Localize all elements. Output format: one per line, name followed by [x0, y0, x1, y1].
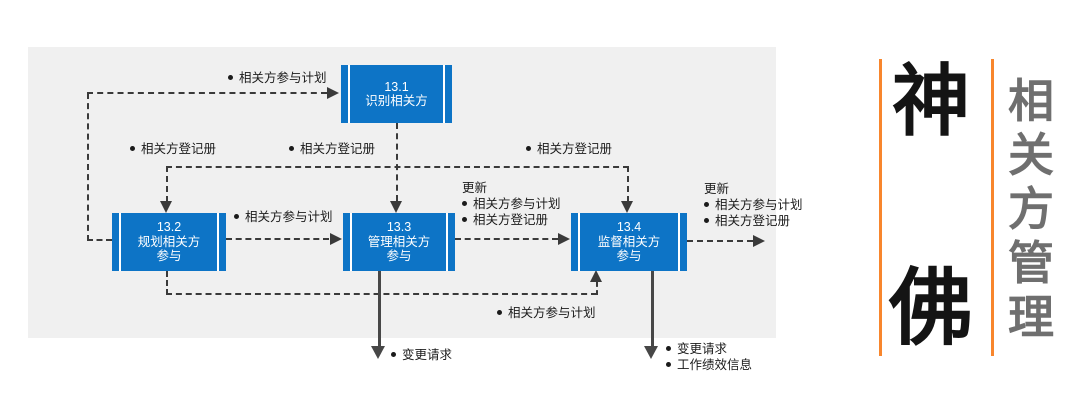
bullet-icon — [497, 310, 502, 315]
connector-13-4-output-right — [687, 240, 753, 242]
process-id: 13.1 — [384, 79, 409, 94]
bullet-icon — [130, 146, 135, 151]
connector-up-into-13-4 — [596, 282, 598, 295]
label-update-block-left: 更新 相关方参与计划 相关方登记册 — [462, 180, 561, 228]
connector-plan-into-13-1 — [87, 92, 327, 94]
update-item: 相关方登记册 — [704, 213, 803, 229]
arrowhead-into-13-1 — [327, 87, 339, 99]
process-title: 监督相关方 — [597, 234, 661, 249]
arrowhead-13-4-output — [644, 346, 658, 359]
process-sidebar-icon — [446, 213, 448, 271]
process-sidebar-icon — [678, 213, 680, 271]
process-box-13-1: 13.1 识别相关方 — [341, 65, 452, 123]
output-item: 变更请求 — [666, 341, 752, 357]
arrowhead-into-13-3-left — [330, 233, 342, 245]
connector-13-2-down — [166, 271, 168, 295]
label-change-request-13-3: 变更请求 — [391, 347, 452, 363]
arrowhead-13-3-output — [371, 346, 385, 359]
update-title: 更新 — [462, 181, 488, 195]
label-stakeholder-plan-mid: 相关方参与计划 — [234, 209, 333, 225]
bullet-icon — [228, 75, 233, 80]
connector-13-3-to-13-4 — [455, 238, 558, 240]
process-sidebar-icon — [217, 213, 219, 271]
process-id: 13.2 — [156, 220, 182, 235]
brand-character-bottom: 佛 — [888, 261, 973, 355]
bullet-icon — [704, 218, 709, 223]
title-char: 相 — [1008, 75, 1054, 127]
bullet-icon — [234, 214, 239, 219]
process-box-13-2: 13.2 规划相关方 参与 — [112, 213, 226, 271]
process-sidebar-icon — [348, 65, 350, 123]
process-title-line2: 参与 — [616, 249, 642, 264]
title-char: 理 — [1008, 291, 1054, 343]
title-char: 关 — [1008, 129, 1054, 181]
bullet-icon — [462, 201, 467, 206]
bullet-icon — [462, 217, 467, 222]
label-outputs-13-4: 变更请求 工作绩效信息 — [666, 341, 752, 373]
process-title: 规划相关方 — [137, 234, 201, 249]
label-stakeholder-register-right: 相关方登记册 — [526, 141, 612, 157]
vertical-title-stakeholder-management: 相 关 方 管 理 — [1004, 74, 1058, 344]
update-title: 更新 — [704, 182, 730, 196]
connector-register-drop-13-2 — [166, 166, 168, 202]
accent-divider-left — [879, 59, 882, 356]
process-box-13-3: 13.3 管理相关方 参与 — [343, 213, 455, 271]
connector-13-2-to-13-3 — [226, 238, 329, 240]
update-item: 相关方参与计划 — [462, 196, 561, 212]
connector-register-drop-13-4 — [627, 166, 629, 202]
title-char: 方 — [1008, 183, 1054, 235]
label-stakeholder-register-mid: 相关方登记册 — [289, 141, 375, 157]
bullet-icon — [289, 146, 294, 151]
bullet-icon — [666, 362, 671, 367]
arrowhead-output-right — [753, 235, 765, 247]
connector-13-2-output-up — [87, 93, 89, 241]
brand-character-top: 神 — [891, 57, 970, 145]
process-sidebar-icon — [443, 65, 445, 123]
process-id: 13.4 — [616, 220, 642, 235]
bullet-icon — [526, 146, 531, 151]
bullet-icon — [704, 202, 709, 207]
process-sidebar-icon — [119, 213, 121, 271]
label-update-block-right: 更新 相关方参与计划 相关方登记册 — [704, 181, 803, 229]
arrowhead-into-13-2-top — [160, 201, 172, 213]
output-line-13-4-down — [651, 271, 654, 348]
title-char: 管 — [1008, 237, 1054, 289]
arrowhead-into-13-4-bottom — [590, 270, 602, 282]
label-stakeholder-plan-bottom: 相关方参与计划 — [497, 305, 596, 321]
process-title: 管理相关方 — [367, 234, 431, 249]
output-item: 工作绩效信息 — [666, 357, 752, 373]
arrowhead-into-13-3-top — [390, 201, 402, 213]
process-title-line2: 参与 — [386, 249, 412, 264]
connector-13-2-left-stub — [87, 239, 112, 241]
label-stakeholder-register-left: 相关方登记册 — [130, 141, 216, 157]
process-title-line2: 参与 — [156, 249, 182, 264]
process-title: 识别相关方 — [365, 94, 428, 108]
update-item: 相关方登记册 — [462, 212, 561, 228]
arrowhead-into-13-4-left — [558, 233, 570, 245]
accent-divider-right — [991, 59, 994, 356]
connector-register-bus — [166, 166, 629, 168]
label-stakeholder-plan-top: 相关方参与计划 — [228, 70, 327, 86]
output-line-13-3-down — [378, 271, 381, 348]
bullet-icon — [666, 346, 671, 351]
process-sidebar-icon — [350, 213, 352, 271]
bullet-icon — [391, 352, 396, 357]
connector-plan-bottom-bus — [166, 293, 597, 295]
process-sidebar-icon — [578, 213, 580, 271]
process-id: 13.3 — [386, 220, 412, 235]
update-item: 相关方参与计划 — [704, 197, 803, 213]
arrowhead-into-13-4-top — [621, 201, 633, 213]
process-box-13-4: 13.4 监督相关方 参与 — [571, 213, 687, 271]
connector-13-1-down-to-13-3 — [396, 123, 398, 201]
